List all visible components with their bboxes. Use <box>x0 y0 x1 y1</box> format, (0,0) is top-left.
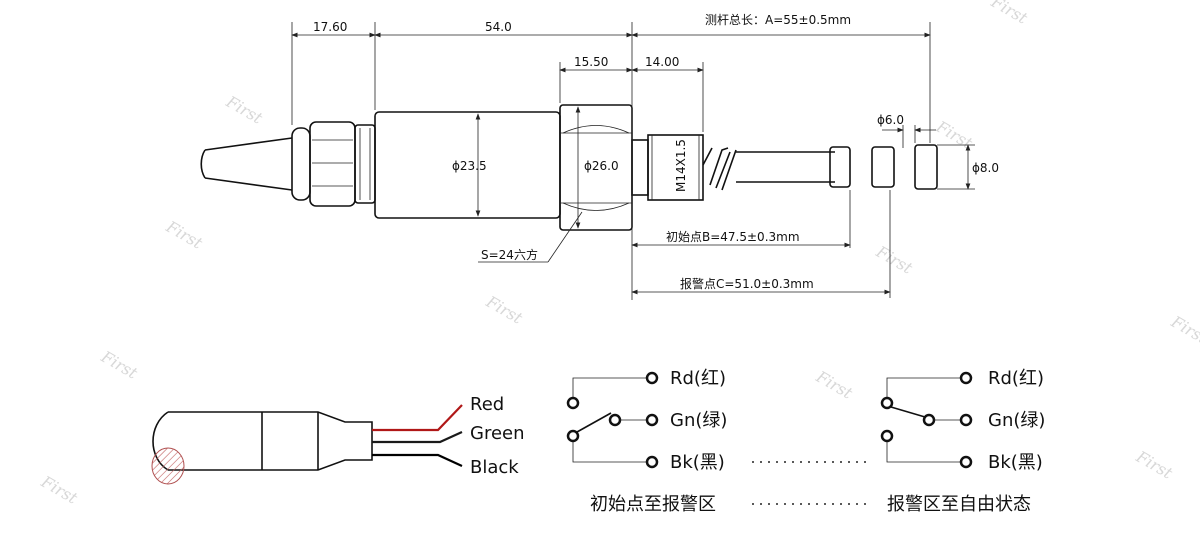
left-rd-label: Rd(红) <box>670 368 726 389</box>
green-wire-label: Green <box>470 423 525 444</box>
switch-schematic-right: Rd(红) Gn(绿) Bk(黑) 报警区至自由状态 <box>880 368 1045 515</box>
left-bk-label: Bk(黑) <box>670 452 725 473</box>
watermark-text: First <box>872 242 916 278</box>
dim-17-60: 17.60 <box>313 20 347 34</box>
dim-54-0: 54.0 <box>485 20 512 34</box>
phi-8-label: ϕ8.0 <box>972 161 999 175</box>
dimension-lines <box>291 22 975 300</box>
watermarks: First First First First First First Firs… <box>37 0 1200 508</box>
red-wire-label: Red <box>470 394 504 415</box>
left-gn-label: Gn(绿) <box>670 410 727 431</box>
left-caption: 初始点至报警区 <box>590 494 716 515</box>
start-point-label: 初始点B=47.5±0.3mm <box>666 230 800 244</box>
body-diameter-label: ϕ23.5 <box>452 159 487 173</box>
alarm-point-label: 报警点C=51.0±0.3mm <box>680 276 814 291</box>
dimension-labels: 17.60 54.0 测杆总长：A=55±0.5mm 15.50 14.00 ϕ… <box>313 13 999 291</box>
watermark-text: First <box>97 347 141 383</box>
watermark-text: First <box>482 292 526 328</box>
total-length-label: 测杆总长：A=55±0.5mm <box>705 13 851 27</box>
hex-size-label: S=24六方 <box>481 247 538 262</box>
nut-diameter-label: ϕ26.0 <box>584 159 619 173</box>
sensor-side-view <box>200 104 938 231</box>
right-bk-label: Bk(黑) <box>988 452 1043 473</box>
black-wire <box>372 453 463 467</box>
thread-label: M14X1.5 <box>674 139 688 192</box>
watermark-text: First <box>37 472 81 508</box>
wire-labels: Red Green Black <box>470 394 525 478</box>
dim-15-50: 15.50 <box>574 55 608 69</box>
switch-schematic-left: Rd(红) Gn(绿) Bk(黑) 初始点至报警区 <box>566 368 727 515</box>
watermark-text: First <box>932 117 976 153</box>
phi-6-label: ϕ6.0 <box>877 113 904 127</box>
watermark-text: First <box>1132 447 1176 483</box>
black-wire-label: Black <box>470 457 519 478</box>
right-gn-label: Gn(绿) <box>988 410 1045 431</box>
red-wire <box>372 404 463 432</box>
watermark-text: First <box>222 92 266 128</box>
green-wire <box>372 430 463 444</box>
watermark-text: First <box>987 0 1031 28</box>
cable-end-detail <box>151 404 463 485</box>
right-caption: 报警区至自由状态 <box>887 494 1031 515</box>
watermark-text: First <box>1167 312 1200 348</box>
right-rd-label: Rd(红) <box>988 368 1044 389</box>
watermark-text: First <box>812 367 856 403</box>
dim-14-00: 14.00 <box>645 55 679 69</box>
watermark-text: First <box>162 217 206 253</box>
